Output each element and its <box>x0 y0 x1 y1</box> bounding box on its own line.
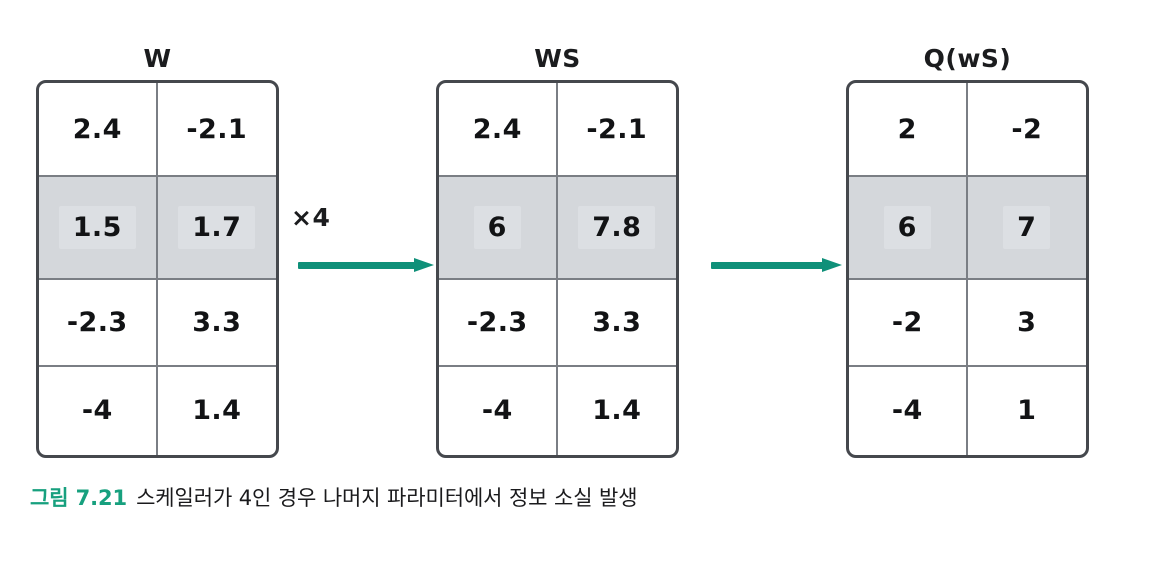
figure-caption: 그림 7.21 스케일러가 4인 경우 나머지 파라미터에서 정보 소실 발생 <box>30 482 638 512</box>
cell-value: 7.8 <box>578 206 656 250</box>
matrix-cell: 7.8 <box>558 177 677 278</box>
cell-value: 1.5 <box>58 206 136 250</box>
matrix-cell: 1 <box>968 367 1087 455</box>
cell-value: -2.1 <box>586 113 648 145</box>
matrix-cell: 7 <box>968 177 1087 278</box>
cell-value: 1.4 <box>192 395 242 427</box>
table-row: 2.4 -2.1 <box>39 83 277 178</box>
matrix-cell: -2.3 <box>39 280 158 365</box>
matrix-cell: 6 <box>849 177 968 279</box>
matrix-cell: -2 <box>968 83 1087 175</box>
table-row: 2.4 -2.1 <box>439 83 677 178</box>
matrix-cell: 2.4 <box>39 83 158 176</box>
cell-value: 1 <box>1017 395 1037 427</box>
arrow-shaft <box>711 262 824 269</box>
cell-value: 1.7 <box>178 206 256 250</box>
matrix-cell: -2.3 <box>439 280 558 365</box>
scale-factor-label: ×4 <box>291 203 331 232</box>
matrix-cell: 1.4 <box>158 367 277 455</box>
matrix-cell: -2.1 <box>158 83 277 175</box>
matrix-cell: 1.7 <box>158 177 277 278</box>
arrow-right-2 <box>711 258 843 272</box>
matrix-cell: 3.3 <box>158 280 277 365</box>
figure-caption-label: 그림 7.21 <box>30 486 128 510</box>
matrix-cell: 2.4 <box>439 83 558 176</box>
matrix-title-qws: Q(wS) <box>923 44 1012 73</box>
matrix-cell: 3.3 <box>558 280 677 365</box>
matrix-title-w: W <box>143 44 172 73</box>
cell-value: 2.4 <box>472 113 522 145</box>
matrix-table-ws: 2.4 -2.1 6 7.8 -2.3 3.3 <box>436 80 679 458</box>
arrow-head <box>822 258 842 272</box>
cell-value: 2.4 <box>72 113 122 145</box>
matrix-cell: 1.4 <box>558 367 677 455</box>
cell-value: -2 <box>891 307 923 339</box>
arrow-head <box>414 258 434 272</box>
cell-value: 3.3 <box>192 307 242 339</box>
cell-value: -4 <box>81 395 113 427</box>
table-row: -2 3 <box>849 280 1086 367</box>
cell-value: 6 <box>473 206 521 250</box>
matrix-cell: 3 <box>968 280 1087 365</box>
table-row: -2.3 3.3 <box>439 280 676 367</box>
table-row-highlighted: 6 7.8 <box>439 177 677 281</box>
cell-value: 3.3 <box>592 307 642 339</box>
matrix-cell: -4 <box>439 366 558 455</box>
matrix-title-ws: WS <box>534 44 581 73</box>
matrix-cell: -4 <box>849 366 968 455</box>
cell-value: 3 <box>1017 307 1037 339</box>
matrix-cell: 2 <box>849 83 968 176</box>
matrix-cell: -2 <box>849 280 968 365</box>
cell-value: -4 <box>481 395 513 427</box>
arrow-shaft <box>298 262 416 269</box>
cell-value: -2.3 <box>466 307 528 339</box>
cell-value: -2 <box>1011 113 1043 145</box>
table-row: -4 1.4 <box>39 366 277 455</box>
matrix-table-w: 2.4 -2.1 1.5 1.7 -2.3 3.3 <box>36 80 279 458</box>
table-row-highlighted: 6 7 <box>849 177 1087 281</box>
cell-value: 2 <box>897 113 917 145</box>
table-row: -4 1 <box>849 366 1087 455</box>
matrix-cell: 1.5 <box>39 177 158 279</box>
arrow-right-1 <box>298 258 434 272</box>
table-row: -2.3 3.3 <box>39 280 276 367</box>
matrix-block-ws: WS 2.4 -2.1 6 7.8 -2.3 <box>436 44 679 458</box>
cell-value: -4 <box>891 395 923 427</box>
matrix-block-qws: Q(wS) 2 -2 6 7 -2 <box>846 44 1089 458</box>
table-row: -4 1.4 <box>439 366 677 455</box>
matrix-cell: 6 <box>439 177 558 279</box>
matrix-table-qws: 2 -2 6 7 -2 3 <box>846 80 1089 458</box>
matrix-block-w: W 2.4 -2.1 1.5 1.7 -2.3 <box>36 44 279 458</box>
cell-value: -2.3 <box>66 307 128 339</box>
cell-value: 7 <box>1003 206 1051 250</box>
cell-value: 6 <box>883 206 931 250</box>
matrix-cell: -2.1 <box>558 83 677 175</box>
cell-value: -2.1 <box>186 113 248 145</box>
table-row: 2 -2 <box>849 83 1087 178</box>
figure-caption-text: 스케일러가 4인 경우 나머지 파라미터에서 정보 소실 발생 <box>136 486 638 510</box>
cell-value: 1.4 <box>592 395 642 427</box>
matrix-cell: -4 <box>39 366 158 455</box>
table-row-highlighted: 1.5 1.7 <box>39 177 277 281</box>
